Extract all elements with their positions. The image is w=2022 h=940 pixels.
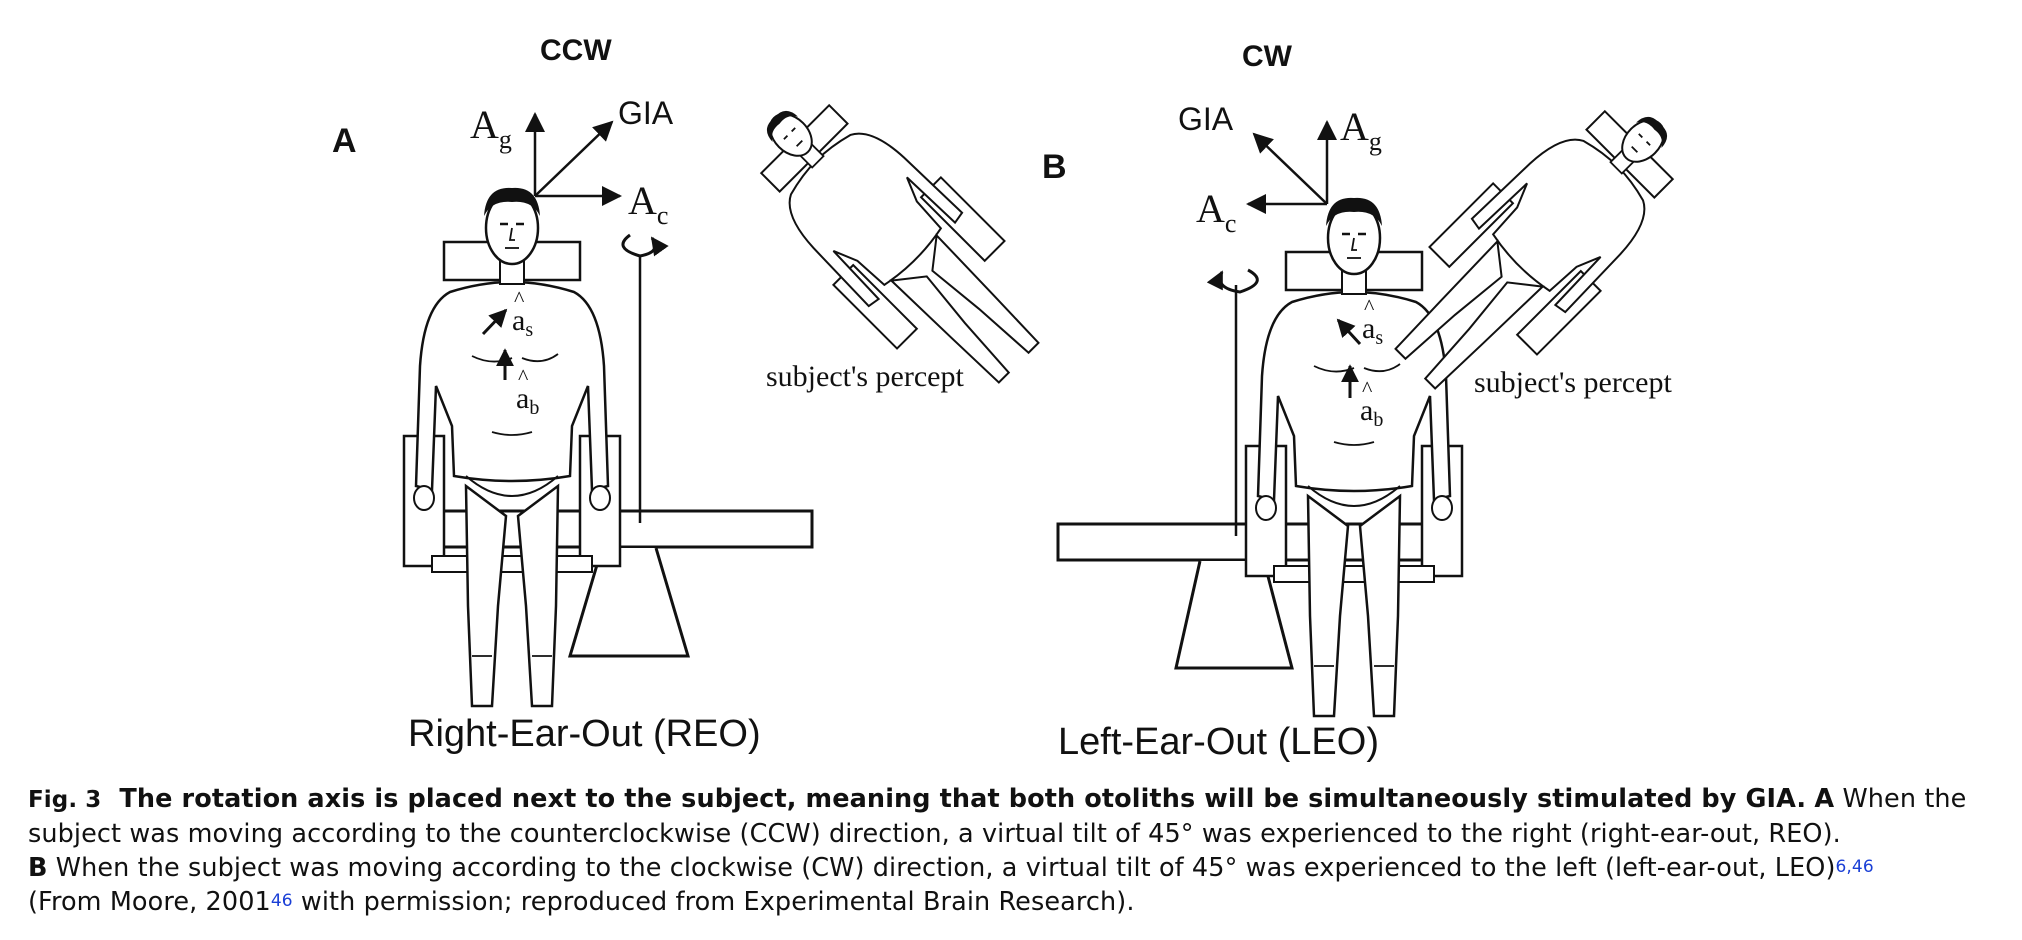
panel-a-letter: A <box>332 122 357 160</box>
caption-line-4: (From Moore, 200146 with permission; rep… <box>28 885 1996 919</box>
ac-sub-a: c <box>657 201 669 230</box>
caption-line-3: B When the subject was moving according … <box>28 851 1996 885</box>
svg-text:as: as <box>512 304 533 341</box>
ab-sub-a: b <box>529 397 539 419</box>
panel-b-direction: CW <box>1242 40 1293 73</box>
rotation-axis-b <box>1206 268 1259 536</box>
position-label-b: Left-Ear-Out (LEO) <box>1058 721 1379 763</box>
panel-b-letter: B <box>1042 148 1067 186</box>
svg-text:as: as <box>1362 312 1383 349</box>
caption-line1-tail: When the <box>1842 784 1967 814</box>
ag-sub-b: g <box>1369 127 1382 156</box>
caption-title: The rotation axis is placed next to the … <box>119 784 1807 814</box>
figure-illustration: A CCW Ag GIA Ac <box>332 34 1715 763</box>
caption-line3-text: When the subject was moving according to… <box>55 853 1836 883</box>
caption-b-letter: B <box>28 853 48 883</box>
svg-text:^: ^ <box>1364 294 1375 319</box>
ag-sub-a: g <box>499 125 512 154</box>
percept-label-a: subject's percept <box>766 360 964 393</box>
ab-label-a: a <box>516 382 529 415</box>
ab-sub-b: b <box>1373 409 1383 431</box>
reference-link-46[interactable]: 46 <box>270 891 293 911</box>
ac-label-a: A <box>628 178 657 223</box>
as-sub-a: s <box>525 319 533 341</box>
gia-label-a: GIA <box>618 95 674 131</box>
percept-label-b: subject's percept <box>1474 366 1672 399</box>
svg-text:Ac: Ac <box>628 178 668 230</box>
reference-link-6-46[interactable]: 6,46 <box>1835 857 1874 877</box>
svg-text:Ag: Ag <box>1340 104 1382 156</box>
vector-diagram-b: Ag GIA Ac <box>1178 101 1382 238</box>
ac-sub-b: c <box>1225 209 1237 238</box>
svg-text:^: ^ <box>1362 376 1373 401</box>
ag-label-b: A <box>1340 104 1369 149</box>
body-vectors-a: as ^ ab ^ <box>481 286 539 419</box>
panel-a-direction: CCW <box>540 34 612 67</box>
caption-line4-a: (From Moore, 2001 <box>28 887 271 917</box>
gia-label-b: GIA <box>1178 101 1234 137</box>
panel-b: B CW Ag GIA Ac <box>1042 40 1715 763</box>
rotation-axis-a <box>621 233 669 523</box>
caption-a-letter: A <box>1814 784 1835 814</box>
svg-text:^: ^ <box>514 286 525 311</box>
position-label-a: Right-Ear-Out (REO) <box>408 713 761 755</box>
as-sub-b: s <box>1375 327 1383 349</box>
caption-line-2: subject was moving according to the coun… <box>28 819 1841 849</box>
svg-text:ab: ab <box>516 382 539 419</box>
svg-text:^: ^ <box>518 364 529 389</box>
svg-text:Ac: Ac <box>1196 186 1236 238</box>
vector-diagram-a: Ag GIA Ac <box>470 95 674 230</box>
as-label-b: a <box>1362 312 1375 345</box>
as-label-a: a <box>512 304 525 337</box>
figure-number: Fig. 3 <box>28 787 102 813</box>
ac-label-b: A <box>1196 186 1225 231</box>
svg-text:Ag: Ag <box>470 102 512 154</box>
figure-caption: Fig. 3 The rotation axis is placed next t… <box>28 782 1996 919</box>
panel-a: A CCW Ag GIA Ac <box>332 34 1074 755</box>
ab-label-b: a <box>1360 394 1373 427</box>
caption-line4-b: with permission; reproduced from Experim… <box>300 887 1135 917</box>
caption-line-1: Fig. 3 The rotation axis is placed next t… <box>28 782 1996 817</box>
body-vectors-b: as ^ ab ^ <box>1336 294 1383 431</box>
svg-text:ab: ab <box>1360 394 1383 431</box>
ag-label-a: A <box>470 102 499 147</box>
